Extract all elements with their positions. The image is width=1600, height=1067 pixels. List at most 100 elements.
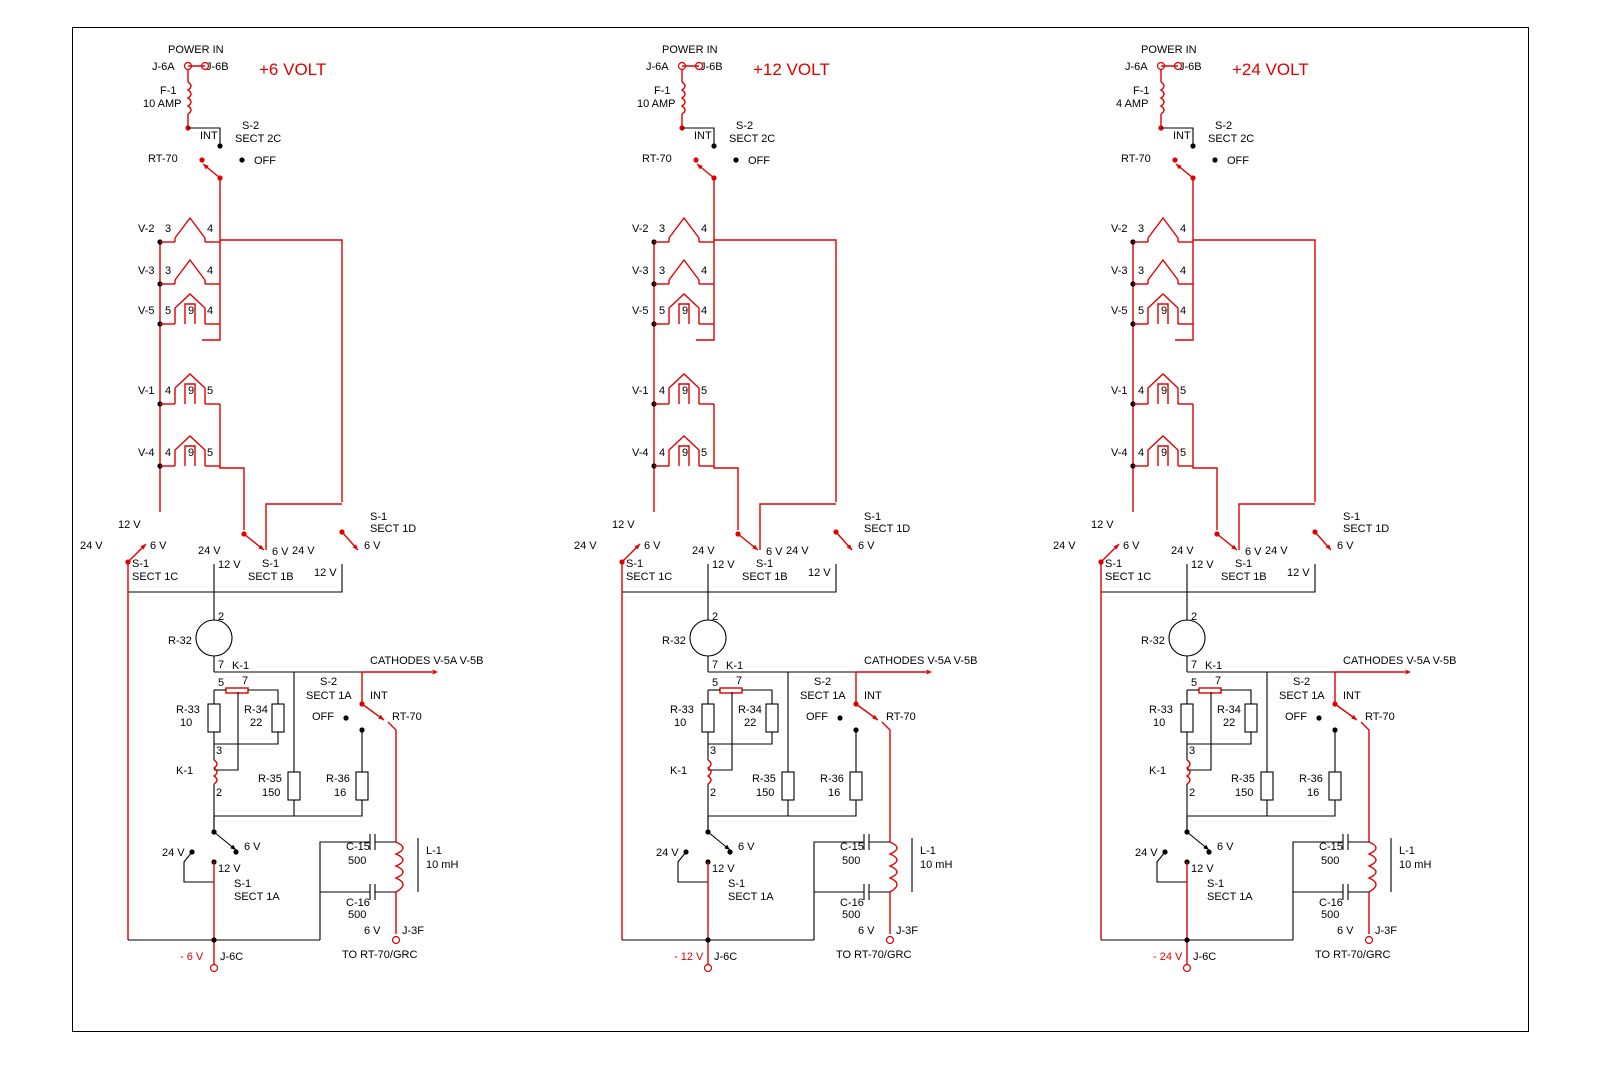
tube-v4 [668,435,700,466]
fuse-f1 [186,81,192,115]
r33-resistor [1180,703,1194,733]
tube-v5-pin-right: 4 [1180,305,1186,317]
tube-v5-pin-9: 9 [1161,305,1167,317]
k1-label: K-1 [726,660,743,672]
rt70-feed [881,721,891,842]
tube-v5-pin-left: 5 [1138,305,1144,317]
s1a-24v: 24 V [1135,847,1158,859]
s2a-rt70-label: RT-70 [1365,711,1395,723]
c15-lead [1292,841,1343,940]
tube-v4-pin-left: 4 [659,447,665,459]
tube-v2-pin-right: 4 [701,223,707,235]
s1-common-return [1101,564,1316,593]
power-in-label: POWER IN [1141,44,1197,56]
r34-value: 22 [1223,717,1235,729]
s1b-wiper-arrow [1231,544,1237,550]
c15-lead [319,841,370,940]
l1-label: L-1 [426,845,442,857]
tube-v5-pin-9: 9 [188,305,194,317]
k1-coil-pin2: 2 [216,787,222,799]
s1-common-return [622,564,837,593]
series-wire [713,404,739,530]
tube-v4-pin-9: 9 [1161,447,1167,459]
j3f-terminal [885,935,895,945]
to-rt70-label: TO RT-70/GRC [342,949,417,961]
s1d-24v: 24 V [1265,545,1288,557]
r32-ballast [1168,619,1206,657]
s1a-s1-label: S-1 [1207,878,1224,890]
tube-v4-label: V-4 [1111,447,1128,459]
s2c-contact [217,143,223,149]
off-contact [239,157,245,163]
r35-resistor [1260,771,1274,801]
j3f-label: J-3F [896,925,918,937]
s1a-s1-label: S-1 [234,878,251,890]
k1-contact-7: 7 [1215,675,1221,687]
s2a-off-contact [343,715,349,721]
filament-bus [219,178,343,502]
k1-coil-pin3: 3 [710,745,716,757]
r34-resistor [271,703,285,733]
r34-resistor [1244,703,1258,733]
int-wire [1161,127,1194,146]
tube-v2-pin-right: 4 [1180,223,1186,235]
s2a-sect-label: SECT 1A [306,690,352,702]
filament-tap [1157,445,1169,466]
s2a-off-contact [837,715,843,721]
j3f-terminal [1364,935,1374,945]
output-voltage: - 6 V [180,951,204,963]
filament [174,258,206,281]
c16-value: 500 [842,909,860,921]
s2a-int-label: INT [370,690,388,702]
s1a-24v: 24 V [656,847,679,859]
r33-label: R-33 [1149,704,1173,716]
tube-v2-pin-right: 4 [207,223,213,235]
tube-v1-pin-left: 4 [165,385,171,397]
s2a-label: S-2 [814,676,831,688]
filament [1147,435,1179,466]
sect-1a-label: SECT 1A [728,891,774,903]
tube-v5-pin-9: 9 [682,305,688,317]
s1-common-return [128,564,343,593]
filament-tap [678,303,690,324]
s1b-24v: 24 V [198,545,221,557]
r36-value: 16 [334,787,346,799]
tube-v3-pin-right: 4 [701,265,707,277]
inductor-l1 [888,841,898,893]
tube-v1-pin-right: 5 [701,385,707,397]
tube-v2-pin-left: 3 [1138,223,1144,235]
s1c-24v: 24 V [1053,540,1076,552]
power-in-label: POWER IN [662,44,718,56]
j3f-terminal [391,935,401,945]
r33-value: 10 [1153,717,1165,729]
s2-label: S-2 [242,120,259,132]
tube-v3-pin-right: 4 [207,265,213,277]
resistor-bus [708,800,857,817]
r32-pin2: 2 [218,611,224,623]
l1-value: 10 mH [1399,859,1431,871]
k1-mechanical-link [1187,692,1212,771]
s1c-6v: 6 V [644,540,661,552]
j6c-terminal [209,963,219,973]
s1a-12v: 12 V [218,863,241,875]
off-label: OFF [748,155,770,167]
tube-v3 [668,258,700,284]
c15-label: C-15 [1319,841,1343,853]
c16-value: 500 [1321,909,1339,921]
filament-tap [678,445,690,466]
s2c-wiper-arrow [697,164,703,170]
s1b-24v: 24 V [692,545,715,557]
s2-label: S-2 [1215,120,1232,132]
s1c-12v: 12 V [1091,519,1114,531]
j6b-label: J-6B [700,61,723,73]
s2a-off-label: OFF [312,711,334,723]
s1b-6v: 6 V [272,546,289,558]
tube-v2-label: V-2 [138,223,155,235]
filament [668,373,700,404]
r33-value: 10 [674,717,686,729]
r34-label: R-34 [738,704,762,716]
k1-contact-5: 5 [1191,677,1197,689]
tube-v1 [174,373,206,404]
